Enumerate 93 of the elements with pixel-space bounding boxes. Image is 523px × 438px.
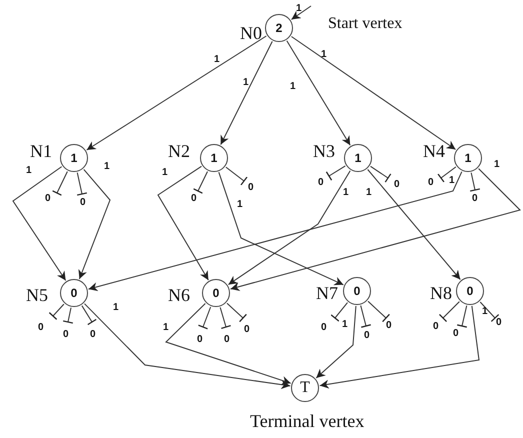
arrow: [84, 303, 291, 390]
terminated-edge: [456, 305, 468, 328]
terminated-edge: [198, 306, 212, 330]
arrow: [316, 306, 356, 378]
edge-label: 0: [197, 335, 203, 345]
arrow: [290, 36, 456, 150]
edge-label: 1: [104, 162, 110, 172]
terminated-edge: [52, 171, 68, 196]
vertex-circle: 1: [200, 144, 228, 172]
terminated-edge: [480, 302, 500, 322]
edge-label: 1: [162, 168, 168, 178]
terminated-edge: [360, 305, 372, 328]
edge-label: 1: [26, 166, 32, 176]
vertex-circle: 1: [60, 144, 88, 172]
edge-label: 1: [296, 4, 302, 14]
vertex-circle: T: [291, 374, 319, 402]
arrow: [78, 168, 111, 280]
edge-label: 0: [472, 194, 478, 204]
terminated-edge: [326, 165, 346, 181]
edge-label: 0: [80, 198, 86, 208]
edge-label: 0: [453, 329, 459, 339]
vertex-name: N4: [423, 142, 445, 160]
vertex-name: N8: [430, 284, 452, 302]
edge-label: 1: [214, 55, 220, 65]
edge-label: 0: [433, 322, 439, 332]
edge-label: 0: [394, 180, 400, 190]
edge-label: 0: [224, 335, 230, 345]
edge-label: 0: [321, 323, 327, 333]
vertex-name: N3: [313, 142, 335, 160]
edge-label: 1: [342, 320, 348, 330]
arrow: [165, 303, 292, 385]
edge-label: 0: [428, 178, 434, 188]
arrow: [319, 305, 480, 389]
vertex-circle: 0: [60, 279, 88, 307]
edge-label: 0: [38, 323, 44, 333]
vertex-circle: 0: [456, 277, 484, 305]
edge-label: 1: [243, 78, 249, 88]
edge-label: 0: [90, 330, 96, 340]
arrow: [157, 166, 209, 281]
vertex-name: N5: [26, 286, 48, 304]
edge-label: 0: [191, 194, 197, 204]
edge-label: 0: [318, 178, 324, 188]
edge-label: 1: [366, 188, 372, 198]
edge-label: 1: [163, 323, 169, 333]
arrow: [290, 6, 312, 20]
vertex-circle: 2: [265, 14, 293, 42]
arrow: [86, 36, 267, 150]
vertex-name: N1: [30, 142, 52, 160]
edge-label: 1: [482, 307, 488, 317]
vertex-name: N6: [168, 286, 190, 304]
terminated-edge: [368, 300, 390, 322]
edge-label: 1: [343, 188, 349, 198]
vertex-caption: Terminal vertex: [250, 412, 364, 430]
terminated-edge: [76, 172, 88, 196]
edge-label: 0: [496, 318, 502, 328]
terminated-edge: [192, 171, 208, 194]
edge-label: 1: [290, 82, 296, 92]
vertex-circle: 1: [454, 144, 482, 172]
edge-label: 1: [449, 176, 455, 186]
vertex-circle: 0: [202, 279, 230, 307]
arrow: [220, 40, 273, 146]
edge-label: 0: [248, 183, 254, 193]
edge-label: 0: [244, 325, 250, 335]
edge-label: 0: [364, 331, 370, 341]
arrow: [88, 171, 462, 292]
vertex-name: N0: [240, 24, 262, 42]
terminated-edge: [225, 166, 248, 186]
terminated-edge: [81, 305, 97, 326]
terminated-edge: [226, 302, 247, 322]
terminated-edge: [438, 301, 460, 322]
edge-label: 1: [113, 303, 119, 313]
vertex-circle: 0: [343, 277, 371, 305]
edge-label: 0: [386, 321, 392, 331]
vertex-name: N7: [316, 284, 338, 302]
arrow: [230, 168, 521, 291]
edge-label: 1: [494, 160, 500, 170]
edge-label: 0: [63, 330, 69, 340]
vertex-caption: Start vertex: [328, 16, 402, 32]
edge-label: 1: [237, 200, 243, 210]
edge-label: 1: [321, 50, 327, 60]
arrow: [286, 40, 351, 146]
terminated-edge: [220, 306, 232, 330]
terminated-edge: [370, 166, 392, 183]
terminated-edge: [330, 302, 348, 322]
arrow: [12, 166, 66, 281]
terminated-edge: [62, 307, 74, 324]
terminated-edge: [48, 304, 64, 320]
vertex-circle: 1: [344, 144, 372, 172]
edge-label: 0: [45, 194, 51, 204]
terminated-edge: [437, 166, 456, 183]
vertex-name: N2: [168, 142, 190, 160]
terminated-edge: [470, 172, 480, 192]
arrow: [367, 169, 461, 280]
